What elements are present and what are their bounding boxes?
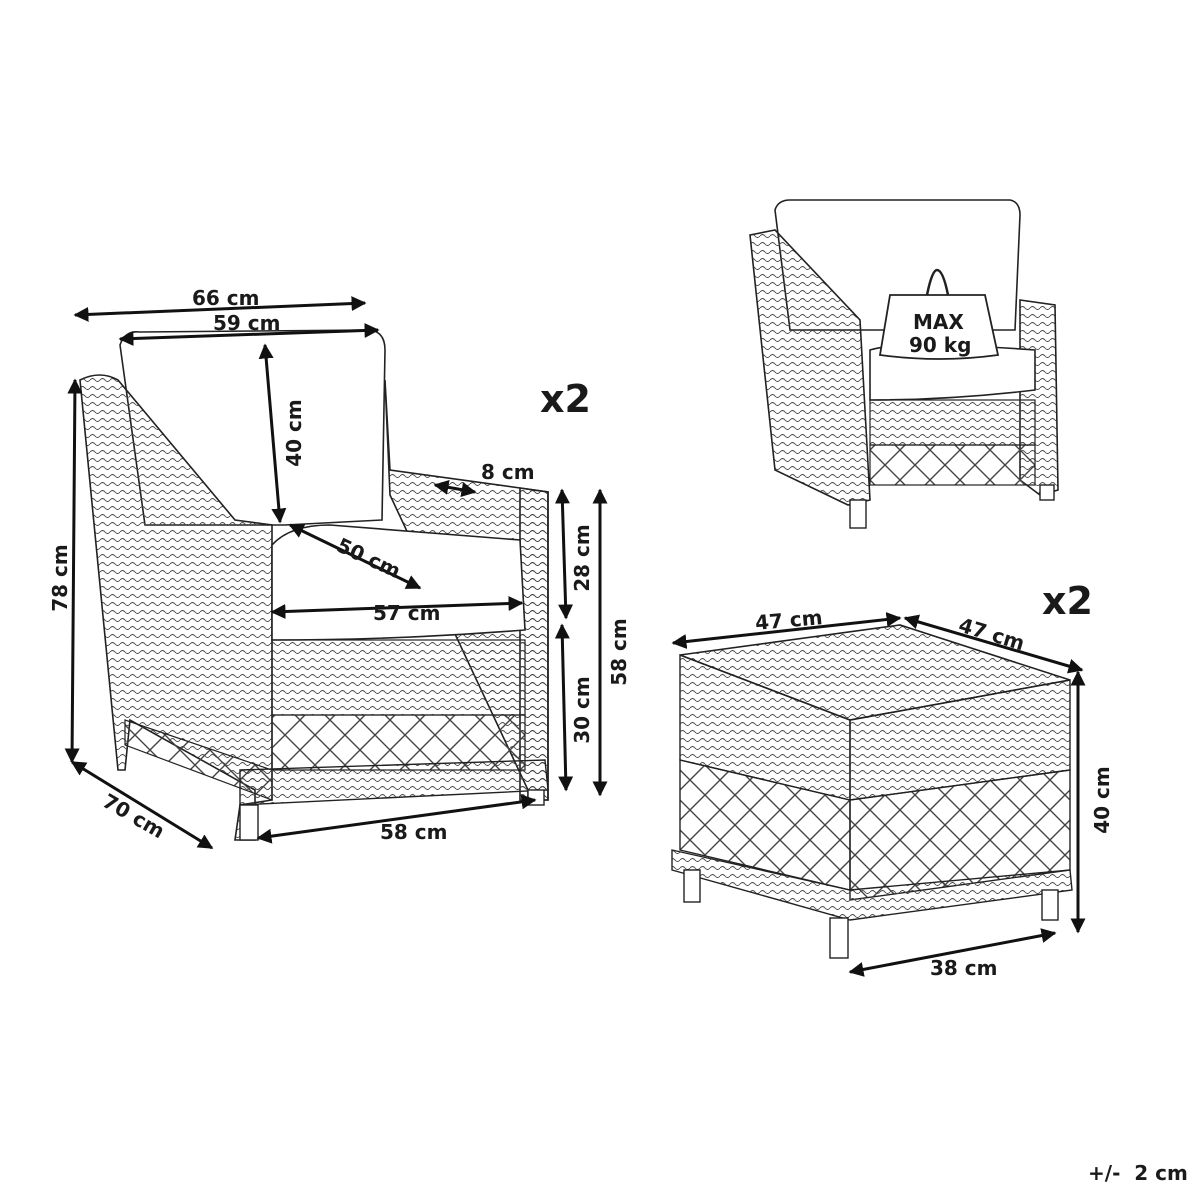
armchair-front-drawing <box>79 329 549 841</box>
dim-back-height: 40 cm <box>281 399 306 467</box>
dim-seat-height: 30 cm <box>569 676 594 744</box>
armchair-load-drawing <box>749 199 1059 529</box>
ottoman-drawing <box>671 624 1073 959</box>
ottoman-dimension-lines <box>671 612 1086 977</box>
weight-value-label: 90 kg <box>909 333 972 357</box>
dim-arm-above-seat: 28 cm <box>569 524 594 592</box>
dim-arm-width: 8 cm <box>481 460 535 484</box>
chair-dimension-lines <box>64 296 608 850</box>
dim-overall-width: 66 cm <box>192 286 260 310</box>
dim-back-width: 59 cm <box>213 311 281 335</box>
weight-icon <box>878 294 1000 360</box>
tolerance-note: +/- 2 cm <box>1088 1161 1188 1185</box>
ottoman-dim-width: 47 cm <box>754 605 824 635</box>
weight-max-label: MAX <box>913 310 964 334</box>
dim-overall-height: 78 cm <box>47 544 72 612</box>
dim-base-width: 58 cm <box>380 820 448 844</box>
dim-seat-width: 57 cm <box>373 601 441 625</box>
chair-quantity: x2 <box>540 377 591 421</box>
ottoman-dim-height: 40 cm <box>1089 766 1114 834</box>
dim-arm-height: 58 cm <box>606 618 631 686</box>
ottoman-quantity: x2 <box>1042 579 1093 623</box>
ottoman-dim-base: 38 cm <box>930 956 998 980</box>
